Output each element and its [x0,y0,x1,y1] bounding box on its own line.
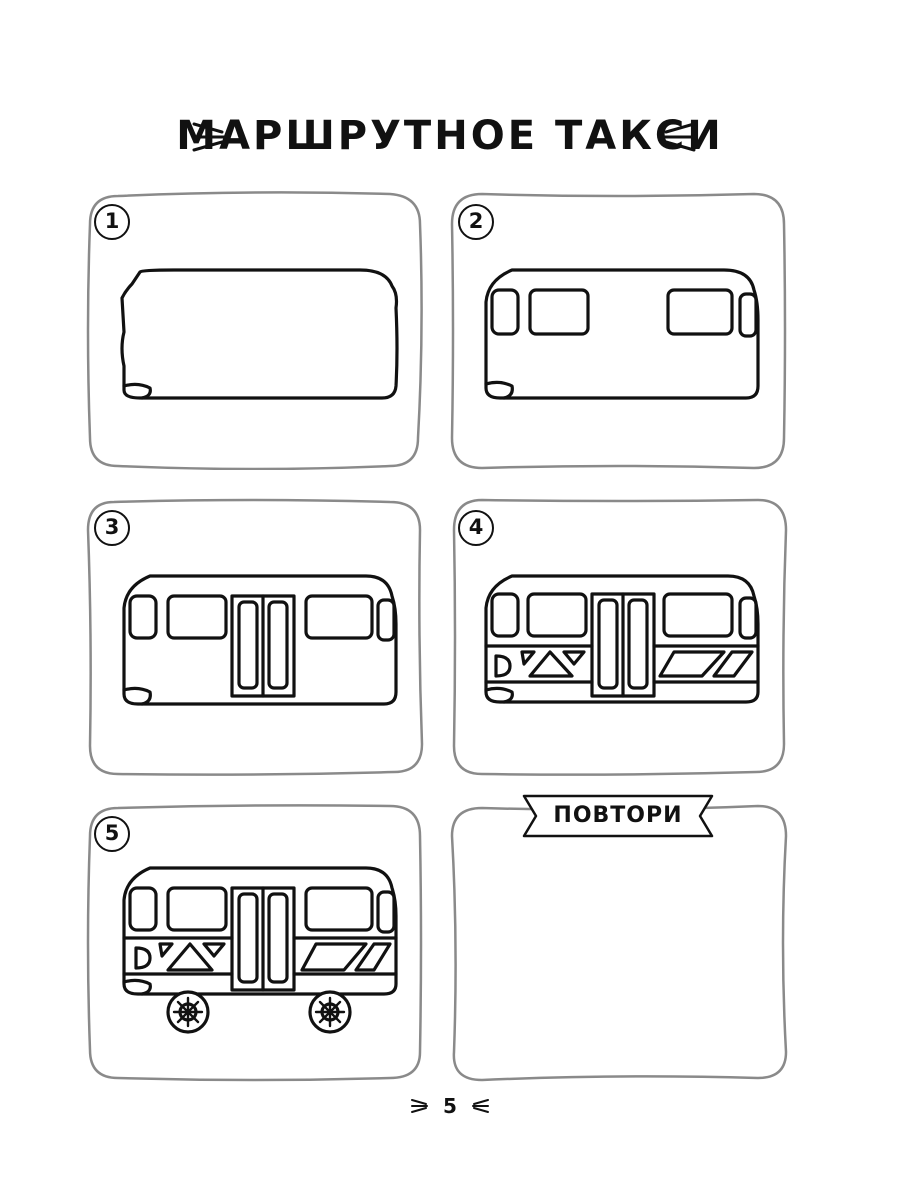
panel-frame [86,498,424,776]
step-number-badge: 2 [458,204,494,240]
panel-frame [452,498,788,776]
bus-drawing-step-5 [122,866,398,1034]
bus-drawing-step-4 [484,574,760,704]
bus-drawing-step-3 [122,574,398,706]
step-panel-2: 2 [448,190,788,470]
ribbon-banner-icon [522,794,714,838]
title-decoration-right-icon [662,122,696,152]
bus-drawing-step-2 [484,268,760,400]
practice-panel[interactable] [448,802,788,1082]
step-number-badge: 5 [94,816,130,852]
step-panel-4: 4 [448,496,788,776]
page-title: МАРШРУТНОЕ ТАКСИ [176,113,724,159]
title-decoration-left-icon [192,122,226,152]
step-panel-5: 5 [84,802,424,1082]
step-number-badge: 3 [94,510,130,546]
repeat-banner: ПОВТОРИ [518,792,718,840]
step-panel-1: 1 [84,190,424,470]
step-number-badge: 4 [458,510,494,546]
step-number-badge: 1 [94,204,130,240]
page-number-decoration-right-icon [472,1099,489,1113]
repeat-label: ПОВТОРИ [553,803,683,828]
panel-frame [450,804,788,1082]
panel-frame [86,804,423,1082]
page-number: 5 [443,1094,457,1118]
page-number-decoration-left-icon [411,1099,428,1113]
panel-frame [450,192,787,470]
page-number-area: 5 [400,1090,500,1122]
step-panel-3: 3 [84,496,424,776]
panel-frame [86,191,423,470]
bus-drawing-step-1 [120,268,399,400]
